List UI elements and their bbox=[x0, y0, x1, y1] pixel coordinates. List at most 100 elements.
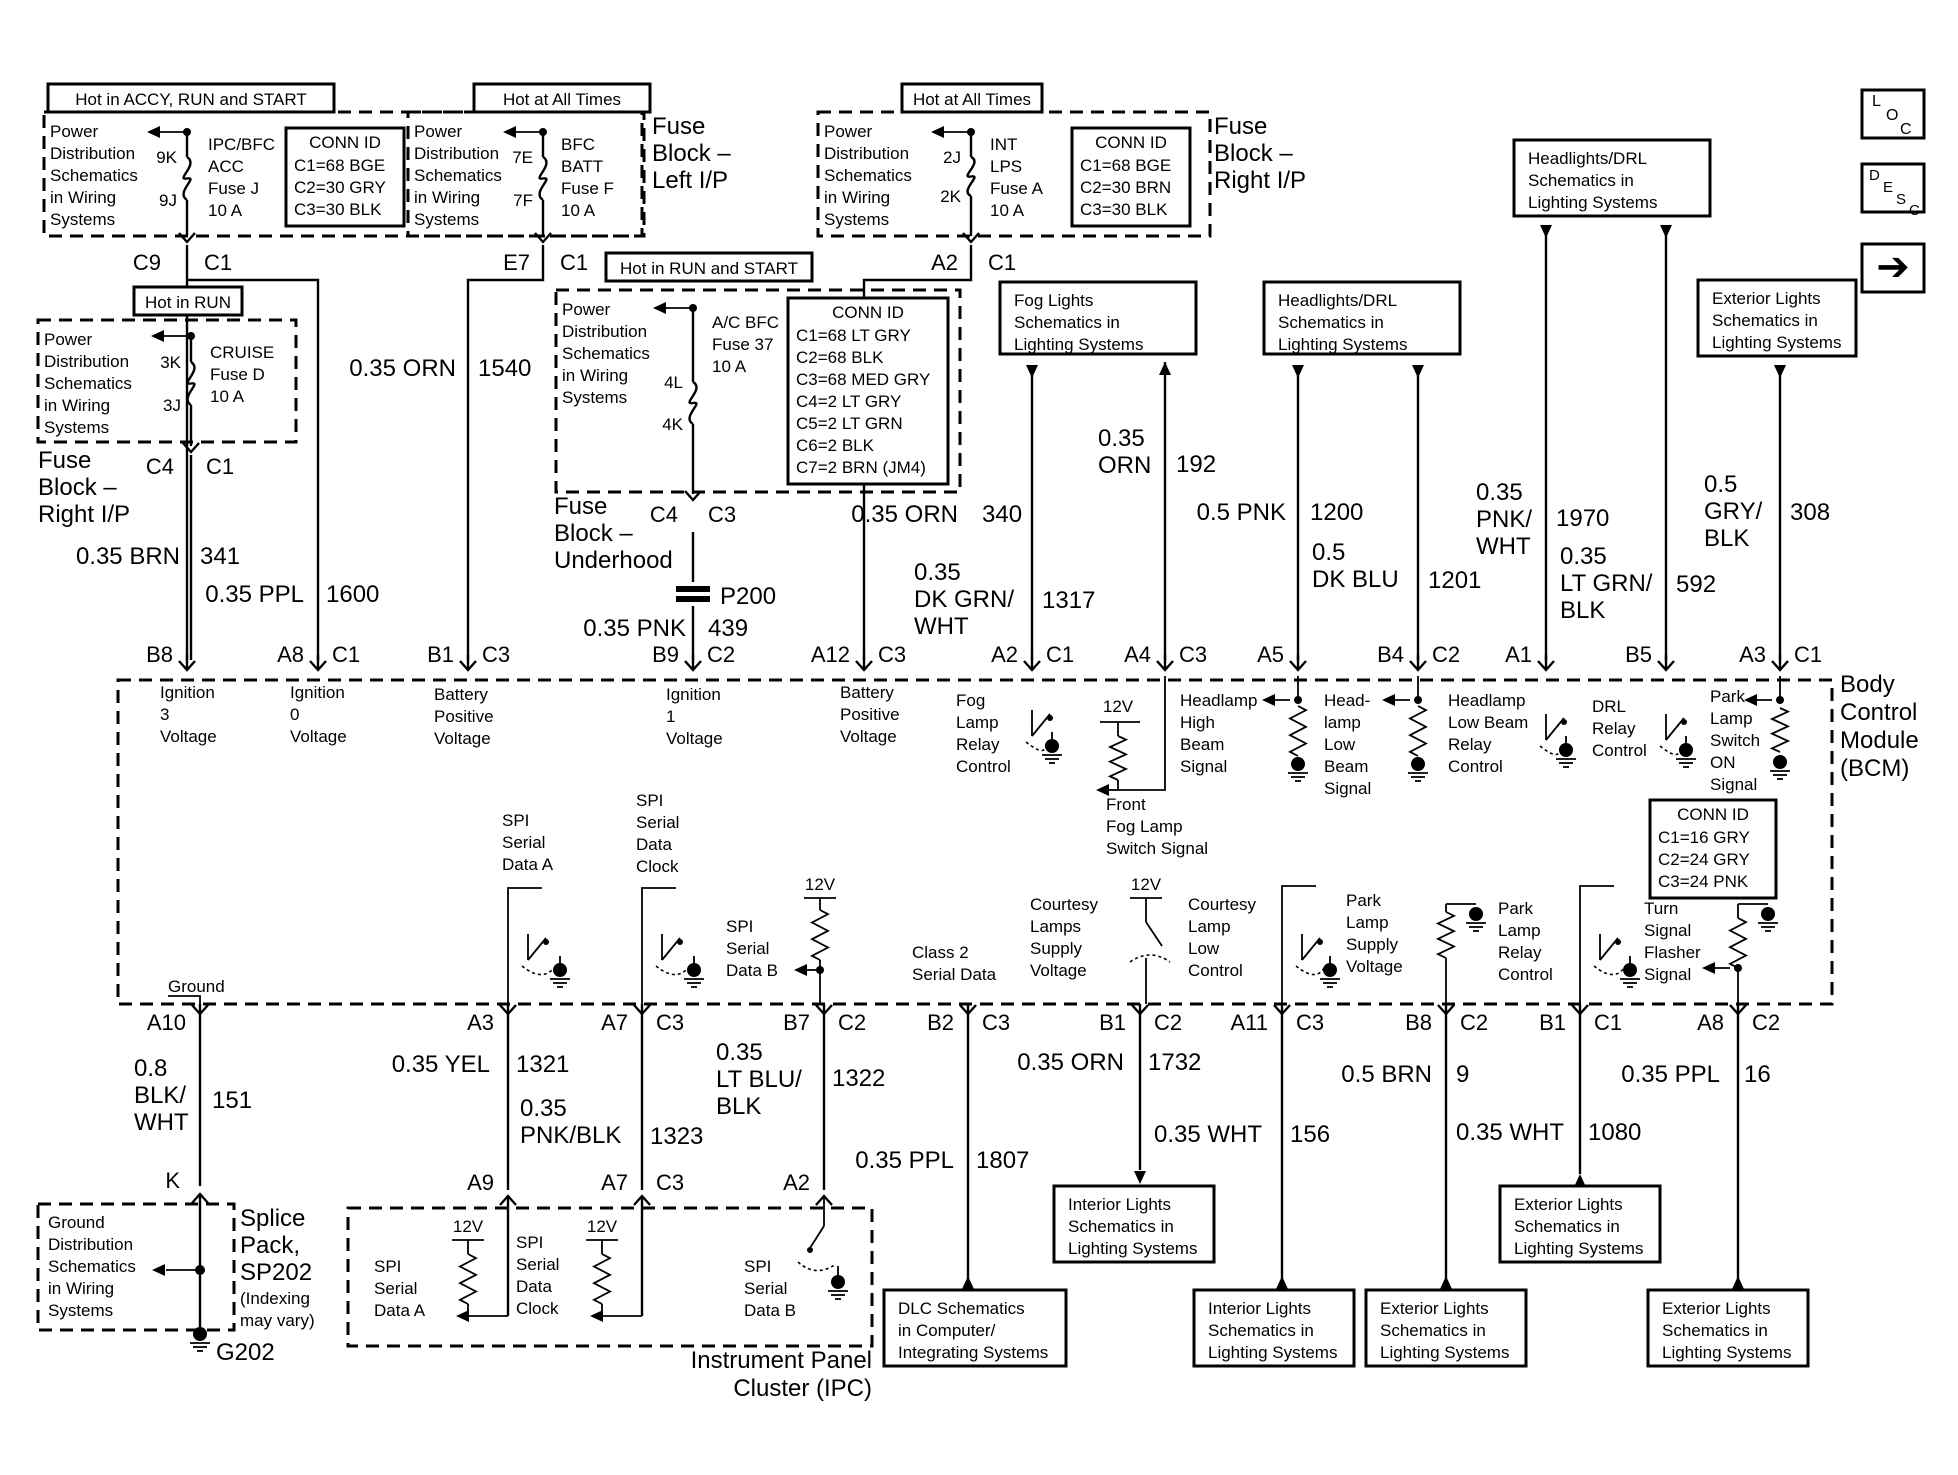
location-button-label[interactable]: O bbox=[1886, 107, 1898, 124]
arrow-up-icon bbox=[1276, 1276, 1288, 1289]
conn-id-row: C1=68 BGE bbox=[1080, 156, 1171, 175]
fuse-pin: 4L bbox=[664, 373, 683, 392]
power-distribution-ref: Schematics bbox=[44, 374, 132, 393]
arrow-left-icon bbox=[152, 1264, 165, 1276]
ground-dot-icon bbox=[687, 963, 701, 977]
conn-id-table bbox=[1070, 126, 1192, 228]
bcm-signal-label: Serial Data bbox=[912, 965, 997, 984]
connector-down-icon bbox=[1729, 1004, 1747, 1016]
connector-pin: C4 bbox=[146, 454, 174, 479]
bcm-name: Body bbox=[1840, 671, 1895, 698]
connector-down-icon bbox=[1657, 660, 1675, 672]
switch-pivot-icon bbox=[1047, 715, 1053, 721]
description-button[interactable] bbox=[1860, 162, 1926, 214]
power-link-arrow-icon bbox=[147, 126, 160, 138]
wire-color: 0.35 PNK bbox=[583, 615, 686, 642]
voltage-label: 12V bbox=[805, 875, 836, 894]
ground-label: Ground bbox=[168, 977, 225, 996]
connector-pin: C2 bbox=[707, 642, 735, 667]
ref-box-exterior-lights bbox=[1646, 1288, 1810, 1368]
power-distribution-ref: Schematics bbox=[824, 166, 912, 185]
ref-box-fog-lights bbox=[998, 280, 1198, 356]
ipc-signal-label: Serial bbox=[516, 1255, 559, 1274]
panel-title-box bbox=[132, 285, 244, 317]
panel-title-box bbox=[604, 251, 814, 283]
next-arrow-icon[interactable]: ➔ bbox=[1876, 245, 1910, 289]
connector-pin: C2 bbox=[1432, 642, 1460, 667]
ground-distribution-ref: Ground bbox=[48, 1213, 105, 1232]
wire-color: 192 bbox=[1176, 451, 1216, 478]
power-distribution-ref: Schematics bbox=[50, 166, 138, 185]
bcm-signal-label: Signal bbox=[1644, 965, 1691, 984]
conn-id-table bbox=[786, 296, 950, 486]
wire-color: LT GRN/ bbox=[1560, 570, 1653, 597]
resistor-icon bbox=[458, 1253, 478, 1305]
ref-box-interior-lights-text: Schematics in bbox=[1208, 1321, 1314, 1340]
switch-lead bbox=[641, 887, 676, 1004]
wire-color: 0.35 PPL bbox=[855, 1147, 954, 1174]
connector-down-icon bbox=[1131, 1004, 1149, 1016]
conn-id-table bbox=[1648, 798, 1778, 900]
switch-blade bbox=[1301, 937, 1321, 961]
node-icon bbox=[1414, 696, 1422, 704]
resistor-icon bbox=[1408, 705, 1428, 757]
bcm-signal-label: Voltage bbox=[840, 727, 897, 746]
ref-box-headlights bbox=[1512, 138, 1712, 218]
wire-color: 0.5 BRN bbox=[1341, 1061, 1432, 1088]
switch-blade bbox=[1545, 717, 1565, 741]
location-button-label[interactable]: C bbox=[1900, 121, 1912, 138]
fuse-panel bbox=[36, 318, 298, 444]
ground-distribution-ref: Systems bbox=[48, 1301, 113, 1320]
connector-pin: C3 bbox=[656, 1170, 684, 1195]
connector-pin: A3 bbox=[467, 1010, 494, 1035]
description-button-label[interactable]: E bbox=[1883, 179, 1893, 196]
next-page-button[interactable] bbox=[1860, 242, 1926, 294]
connector-pin: B7 bbox=[783, 1010, 810, 1035]
bcm-signal-label: Headlamp bbox=[1448, 691, 1526, 710]
conn-id-row: C3=30 BLK bbox=[294, 200, 382, 219]
bcm-signal-label: Park bbox=[1346, 891, 1381, 910]
wire-color: BLK bbox=[716, 1093, 761, 1120]
wire-color: 0.35 ORN bbox=[851, 501, 958, 528]
bcm-signal-label: Lamps bbox=[1030, 917, 1081, 936]
arrow-down-icon bbox=[1292, 365, 1304, 378]
bus-node-icon bbox=[689, 304, 697, 312]
connector-down-icon bbox=[1289, 660, 1307, 672]
ground-dot-icon bbox=[1761, 907, 1775, 921]
arrow-down-icon bbox=[1026, 365, 1038, 378]
fuse-block-left-ip-label: Fuse bbox=[652, 113, 705, 140]
ref-box-headlights-text: Schematics in bbox=[1278, 313, 1384, 332]
connector-pin: A2 bbox=[931, 250, 958, 275]
description-button-label[interactable]: S bbox=[1896, 191, 1906, 208]
bcm-signal-label: SPI bbox=[502, 811, 529, 830]
ground-dot-icon bbox=[1623, 963, 1637, 977]
ref-box-exterior-lights-text: Schematics in bbox=[1662, 1321, 1768, 1340]
bcm-signal-label: Lamp bbox=[1710, 709, 1753, 728]
ref-box-exterior-lights bbox=[1498, 1184, 1662, 1264]
description-button-label[interactable]: C bbox=[1909, 202, 1920, 219]
wire-number: 341 bbox=[200, 543, 240, 570]
description-button-label[interactable]: D bbox=[1869, 167, 1880, 184]
wire-color: 0.35 ORN bbox=[349, 355, 456, 382]
power-distribution-ref: Schematics bbox=[562, 344, 650, 363]
power-distribution-ref: Power bbox=[562, 300, 611, 319]
bcm-signal-label: Clock bbox=[636, 857, 679, 876]
conn-id-row: C5=2 LT GRN bbox=[796, 414, 903, 433]
bcm-signal-label: Battery bbox=[840, 683, 894, 702]
wire-color: ORN bbox=[1098, 452, 1151, 479]
fuse-label: Fuse D bbox=[210, 365, 265, 384]
switch-link bbox=[1539, 745, 1561, 756]
location-button-label[interactable]: L bbox=[1872, 93, 1881, 110]
wire-color: GRY/ bbox=[1704, 498, 1763, 525]
location-button[interactable] bbox=[1860, 88, 1926, 140]
arrow-left-icon bbox=[1744, 694, 1757, 706]
arrow-down-icon bbox=[1134, 1171, 1146, 1184]
bcm-signal-label: Headlamp bbox=[1180, 691, 1258, 710]
switch-pivot-icon bbox=[1681, 719, 1687, 725]
connector-pin: C2 bbox=[1460, 1010, 1488, 1035]
connector-down-icon bbox=[684, 490, 702, 502]
power-distribution-ref: Power bbox=[50, 122, 99, 141]
bcm-signal-label: Data bbox=[636, 835, 672, 854]
bcm-signal-label: ON bbox=[1710, 753, 1736, 772]
